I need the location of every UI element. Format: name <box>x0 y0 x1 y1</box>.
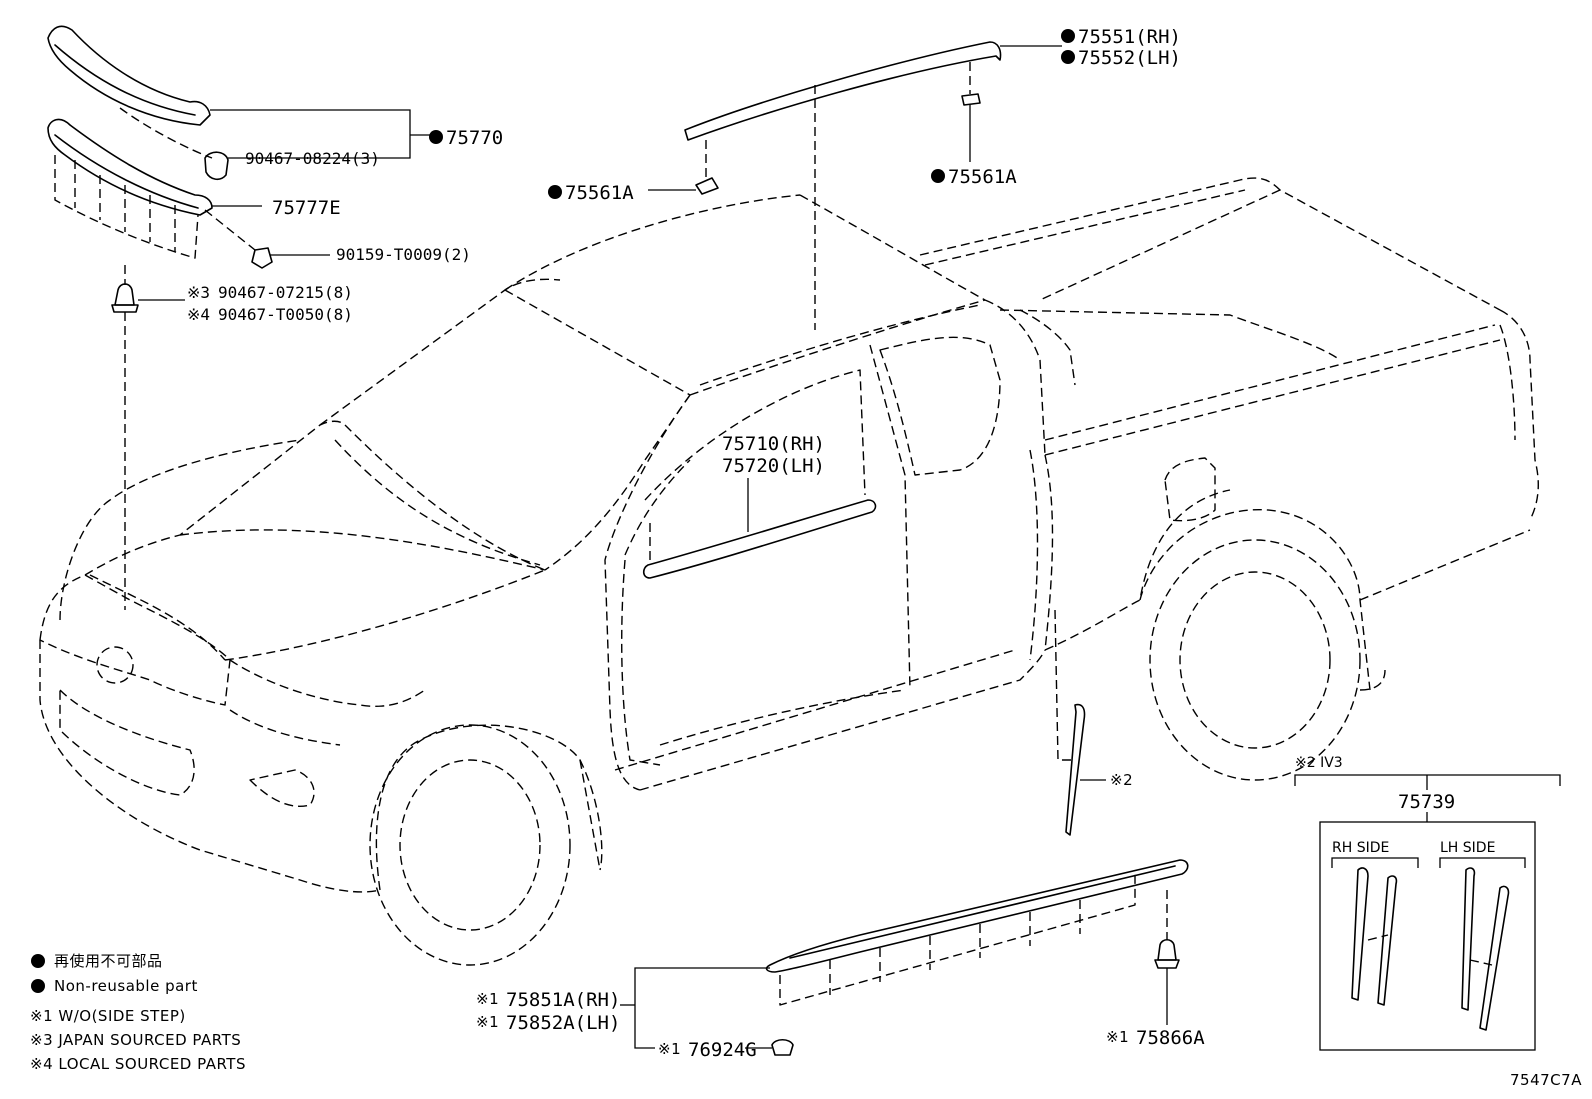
legend-non-reusable: Non-reusable part <box>54 977 198 995</box>
marker-1-c: ※1 <box>658 1040 681 1058</box>
marker-1-d: ※1 <box>1106 1028 1129 1046</box>
label-note2-tag: ※2 <box>1110 771 1133 789</box>
label-76924g: 76924G <box>688 1039 757 1061</box>
legend-jp: 再使用不可部品 <box>54 952 163 970</box>
legend: 再使用不可部品 Non-reusable part ※1 W/O(SIDE ST… <box>30 952 246 1073</box>
label-75552: 75552(LH) <box>1078 47 1181 69</box>
label-75777e: 75777E <box>272 197 341 219</box>
figure-code: 7547C7A <box>1510 1071 1582 1089</box>
label-75739: 75739 <box>1398 791 1455 813</box>
label-75720: 75720(LH) <box>722 455 825 477</box>
truck-outline <box>39 177 1539 966</box>
leader-lines <box>138 45 1561 1051</box>
non-reusable-markers <box>31 29 1075 993</box>
label-lh-side: LH SIDE <box>1440 840 1495 856</box>
label-75561a-left: 75561A <box>565 182 634 204</box>
marker-1-a: ※1 <box>476 990 499 1008</box>
legend-note-1: ※1 W/O(SIDE STEP) <box>30 1007 186 1025</box>
label-75852a: 75852A(LH) <box>506 1012 620 1034</box>
part-shapes <box>47 25 1510 1056</box>
label-90467-08224: 90467-08224(3) <box>245 149 380 168</box>
label-90159-t0009: 90159-T0009(2) <box>336 245 471 264</box>
marker-1-b: ※1 <box>476 1013 499 1031</box>
legend-note-4: ※4 LOCAL SOURCED PARTS <box>30 1055 246 1073</box>
label-75770: 75770 <box>446 127 503 149</box>
label-75710: 75710(RH) <box>722 433 825 455</box>
label-90467-t0050: 90467-T0050(8) <box>218 305 353 324</box>
legend-note-3: ※3 JAPAN SOURCED PARTS <box>30 1031 241 1049</box>
label-75866a: 75866A <box>1136 1027 1205 1049</box>
label-75561a-right: 75561A <box>948 166 1017 188</box>
part-labels: 75551(RH) 75552(LH) 75770 90467-08224(3)… <box>187 26 1495 1061</box>
marker-4: ※4 <box>187 305 210 324</box>
marker-3: ※3 <box>187 283 210 302</box>
label-75551: 75551(RH) <box>1078 26 1181 48</box>
label-iv3: ※2 IV3 <box>1295 755 1343 771</box>
label-90467-07215: 90467-07215(8) <box>218 283 353 302</box>
label-75851a: 75851A(RH) <box>506 989 620 1011</box>
label-rh-side: RH SIDE <box>1332 840 1389 856</box>
